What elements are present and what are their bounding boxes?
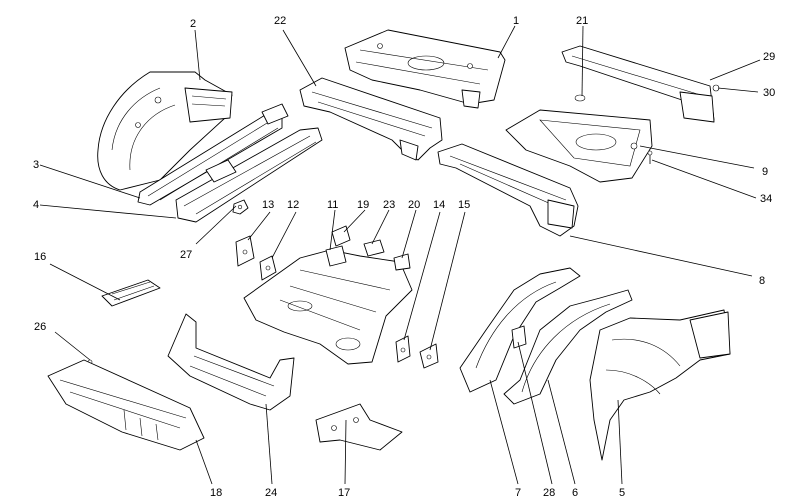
part-9-spare-wheel-well — [505, 109, 653, 183]
callout-28: 28 — [543, 487, 555, 499]
part-2-rear-wheelhouse-left — [97, 71, 233, 191]
callout-23: 23 — [383, 199, 395, 211]
callout-19: 19 — [357, 199, 369, 211]
part-24-cross-member — [167, 313, 295, 411]
part-12-bracket — [259, 255, 277, 281]
part-16-bracket — [101, 279, 161, 307]
callout-7: 7 — [515, 487, 521, 499]
callout-21: 21 — [576, 15, 588, 27]
callout-14: 14 — [433, 199, 445, 211]
callout-12: 12 — [287, 199, 299, 211]
part-34-stud — [647, 150, 653, 164]
callout-22: 22 — [274, 15, 286, 27]
callout-1: 1 — [513, 15, 519, 27]
callout-18: 18 — [210, 487, 222, 499]
part-1-rear-shelf — [344, 29, 506, 109]
callout-15: 15 — [458, 199, 470, 211]
callout-11: 11 — [327, 199, 338, 211]
callout-6: 6 — [572, 487, 578, 499]
callout-20: 20 — [408, 199, 420, 211]
part-21-grommet — [574, 94, 586, 102]
leader-lines — [39, 25, 761, 485]
part-14-bracket — [395, 335, 411, 363]
callout-27: 27 — [180, 249, 192, 261]
callout-4: 4 — [33, 199, 39, 211]
part-22-upper-cross-member — [299, 77, 443, 161]
part-8-rear-panel — [437, 143, 579, 237]
part-28-bracket — [511, 325, 527, 349]
part-13-bracket — [235, 235, 255, 267]
callout-29: 29 — [763, 51, 775, 63]
part-23-bracket — [363, 239, 385, 257]
part-5-wheelhouse-liner — [589, 309, 731, 461]
callout-26: 26 — [34, 321, 46, 333]
callout-24: 24 — [265, 487, 277, 499]
part-18-floor-panel — [47, 359, 205, 451]
callout-13: 13 — [262, 199, 274, 211]
part-4-side-member — [175, 127, 323, 223]
callout-16: 16 — [34, 251, 46, 263]
part-3-side-rail — [137, 103, 289, 206]
callout-2: 2 — [190, 18, 196, 30]
callout-3: 3 — [33, 159, 39, 171]
callout-30: 30 — [763, 87, 775, 99]
callout-9: 9 — [762, 166, 768, 178]
part-11-rear-floor — [243, 245, 413, 365]
callout-labels: 1 2 3 4 5 6 7 8 9 11 12 13 14 15 16 17 1… — [33, 15, 775, 499]
callout-17: 17 — [338, 487, 350, 499]
callout-5: 5 — [619, 487, 625, 499]
part-20-bracket — [393, 253, 411, 271]
part-15-bracket — [419, 343, 439, 369]
callout-8: 8 — [759, 275, 765, 287]
part-17-bracket — [315, 403, 403, 451]
part-27-bracket — [232, 199, 249, 215]
part-29-bumper-beam — [561, 45, 715, 123]
part-7-wheel-arch-inner — [459, 267, 581, 393]
callout-34: 34 — [760, 193, 772, 205]
